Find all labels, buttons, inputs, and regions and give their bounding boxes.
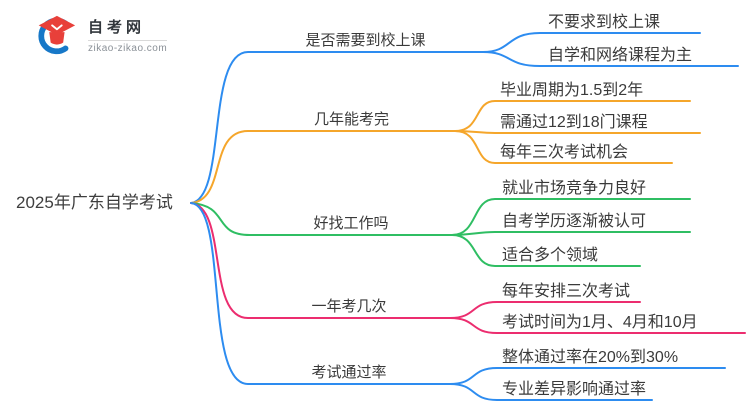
branch-node-job-prospects[interactable]: 好找工作吗 <box>313 215 389 232</box>
leaf-line-self-study-online <box>482 51 739 67</box>
leaf-line-no-campus <box>482 32 701 53</box>
leaf-line-exam-months <box>449 317 746 334</box>
leaf-line-three-chances <box>454 130 673 164</box>
leaf-node-major-difference[interactable]: 专业差异影响通过率 <box>502 381 647 398</box>
branch-node-pass-rate[interactable]: 考试通过率 <box>311 364 387 381</box>
site-logo: 自考网 zikao-zikao.com <box>32 12 168 58</box>
branch-node-years-to-finish[interactable]: 几年能考完 <box>313 111 389 128</box>
logo-text-block: 自考网 zikao-zikao.com <box>88 16 168 54</box>
branch-line-school-attendance <box>190 51 484 204</box>
leaf-node-many-fields[interactable]: 适合多个领域 <box>502 247 599 264</box>
leaf-node-exam-months[interactable]: 考试时间为1月、4月和10月 <box>502 314 698 331</box>
branch-line-years-to-finish <box>190 130 456 204</box>
leaf-node-degree-recognized[interactable]: 自考学历逐渐被认可 <box>502 213 647 230</box>
leaf-line-three-exams <box>449 301 641 319</box>
leaf-node-overall-pass-rate[interactable]: 整体通过率在20%到30% <box>502 349 679 366</box>
branch-node-exams-per-year[interactable]: 一年考几次 <box>311 298 387 315</box>
branch-line-exams-per-year <box>190 202 451 319</box>
leaf-node-course-count[interactable]: 需通过12到18门课程 <box>500 114 648 131</box>
leaf-node-self-study-online[interactable]: 自学和网络课程为主 <box>548 47 693 64</box>
root-node[interactable]: 2025年广东自学考试 <box>16 193 173 212</box>
logo-divider <box>88 40 168 41</box>
graduation-cap-icon <box>38 15 76 55</box>
leaf-node-no-campus[interactable]: 不要求到校上课 <box>548 14 661 31</box>
leaf-node-three-exams[interactable]: 每年安排三次考试 <box>502 283 631 300</box>
leaf-line-many-fields <box>451 234 641 267</box>
branch-line-pass-rate <box>190 202 451 385</box>
leaf-line-overall-pass-rate <box>449 367 726 385</box>
leaf-line-degree-recognized <box>451 231 691 236</box>
leaf-line-market-competitive <box>451 198 691 236</box>
branch-node-school-attendance[interactable]: 是否需要到校上课 <box>305 32 426 49</box>
leaf-node-three-chances[interactable]: 每年三次考试机会 <box>500 144 629 161</box>
leaf-node-market-competitive[interactable]: 就业市场竞争力良好 <box>502 180 647 197</box>
logo-title: 自考网 <box>88 19 146 36</box>
branch-line-job-prospects <box>190 202 453 236</box>
logo-tagline: zikao-zikao.com <box>88 43 168 54</box>
leaf-line-major-difference <box>449 383 653 401</box>
leaf-line-graduation-cycle <box>454 100 691 132</box>
leaf-node-graduation-cycle[interactable]: 毕业周期为1.5到2年 <box>500 82 644 99</box>
